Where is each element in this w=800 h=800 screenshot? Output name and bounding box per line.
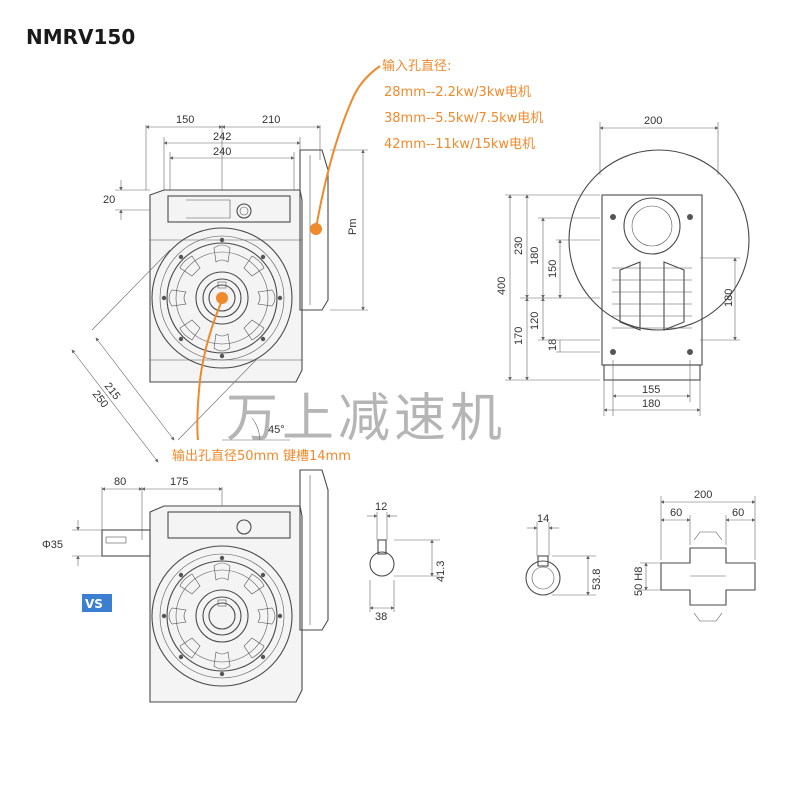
dim-h60-right: 60 [732, 507, 744, 519]
vs-badge: VS [82, 594, 112, 612]
output-shaft-detail: 200 60 60 50 H8 [633, 489, 756, 622]
dim-b175: 175 [170, 476, 188, 488]
dim-r120: 120 [529, 312, 541, 330]
dim-45deg: 45° [268, 424, 285, 436]
dim-h50h8: 50 H8 [633, 567, 645, 596]
dim-k12: 12 [375, 501, 387, 513]
front-view: 150 210 242 240 20 Pm [71, 114, 368, 463]
dim-r155: 155 [642, 384, 660, 396]
dim-210: 210 [262, 114, 280, 126]
dim-r18: 18 [547, 339, 559, 351]
vs-badge-label: VS [85, 597, 103, 611]
dim-r170: 170 [513, 327, 525, 345]
dim-b80: 80 [114, 476, 126, 488]
input-bore-callout: 输入孔直径: 28mm--2.2kw/3kw电机 38mm--5.5kw/7.5… [310, 58, 543, 235]
output-bore-note: 输出孔直径50mm 键槽14mm [172, 448, 351, 464]
keyway-detail-input: 12 41.3 38 [367, 501, 447, 623]
dim-150: 150 [176, 114, 194, 126]
dim-242: 242 [213, 131, 231, 143]
side-view: 200 400 230 170 180 150 [496, 115, 750, 416]
input-shaft-view: 80 175 Φ35 [42, 469, 329, 703]
drawing-title: NMRV150 [26, 25, 135, 49]
dim-r180a: 180 [529, 247, 541, 265]
watermark-text: 万上减速机 [226, 389, 506, 449]
input-bore-heading: 输入孔直径: [382, 58, 451, 74]
input-bore-line-2: 38mm--5.5kw/7.5kw电机 [384, 111, 543, 126]
dim-r400: 400 [496, 277, 508, 295]
dim-240: 240 [213, 146, 231, 158]
dim-r230: 230 [513, 237, 525, 255]
dim-r180b: 180 [723, 289, 735, 307]
keyway-detail-output: 14 53.8 [525, 513, 603, 596]
dim-s53-8: 53.8 [591, 569, 603, 590]
dim-20: 20 [103, 194, 115, 206]
dim-h60-left: 60 [670, 507, 682, 519]
input-bore-line-3: 42mm--11kw/15kw电机 [384, 137, 535, 152]
dim-phi35: Φ35 [42, 539, 63, 551]
output-bore-callout: 输出孔直径50mm 键槽14mm [172, 292, 351, 464]
dim-k41-3: 41.3 [435, 561, 447, 582]
dim-r180c: 180 [642, 398, 660, 410]
input-bore-line-1: 28mm--2.2kw/3kw电机 [384, 85, 531, 100]
dim-r150: 150 [547, 260, 559, 278]
dim-k38: 38 [375, 611, 387, 623]
dim-s14: 14 [537, 513, 549, 525]
dim-pm: Pm [347, 219, 359, 236]
dim-h200: 200 [694, 489, 712, 501]
dim-r200: 200 [644, 115, 662, 127]
